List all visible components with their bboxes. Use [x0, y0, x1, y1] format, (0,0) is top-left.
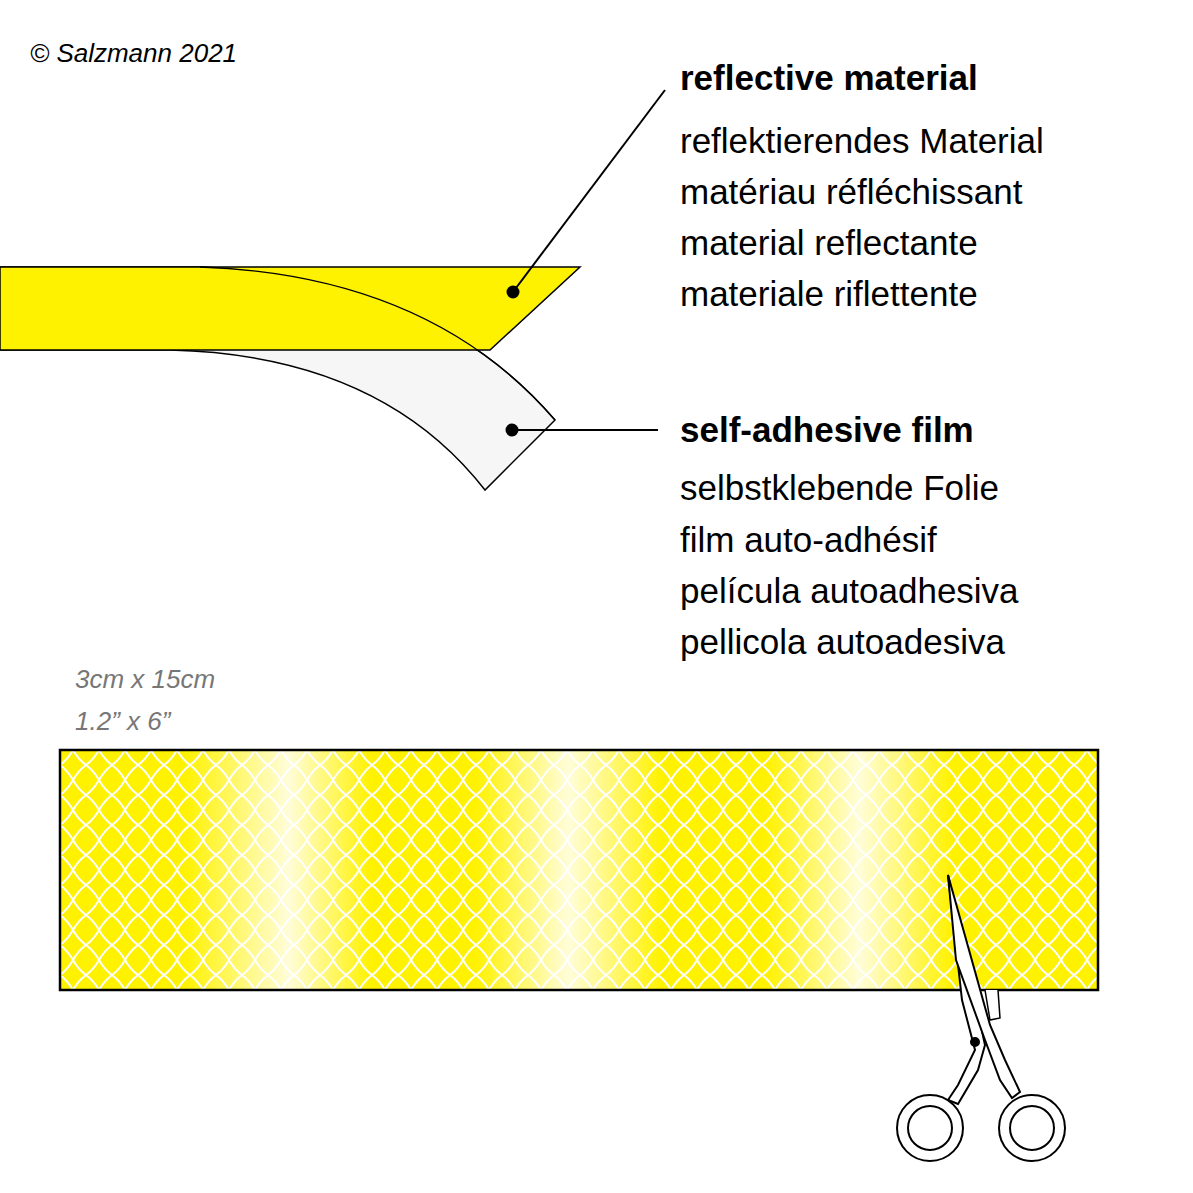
- scissors-icon: [897, 875, 1065, 1161]
- strip-outline: [60, 750, 1098, 990]
- part-translation: film auto-adhésif: [680, 522, 937, 557]
- strip-shine: [60, 750, 1098, 990]
- part-translation: matériau réfléchissant: [680, 174, 1022, 209]
- copyright-note: © Salzmann 2021: [30, 40, 237, 66]
- leader-line: [513, 90, 665, 292]
- dimension-label: 1.2” x 6”: [75, 708, 170, 734]
- leader-dot: [506, 424, 519, 437]
- part-translation: película autoadhesiva: [680, 573, 1019, 608]
- leader-line: [512, 429, 658, 431]
- part-translation: pellicola autoadesiva: [680, 624, 1005, 659]
- part-translation: material reflectante: [680, 225, 978, 260]
- film-edge: [200, 267, 555, 420]
- dimension-label: 3cm x 15cm: [75, 666, 215, 692]
- part-translation: materiale riflettente: [680, 276, 978, 311]
- part-translation: reflektierendes Material: [680, 123, 1044, 158]
- part-name: self-adhesive film: [680, 412, 974, 447]
- part-name: reflective material: [680, 60, 978, 95]
- reflective-strip: [60, 750, 1098, 990]
- reflective-band: [0, 267, 580, 350]
- leader-dot: [507, 286, 520, 299]
- part-translation: selbstklebende Folie: [680, 470, 999, 505]
